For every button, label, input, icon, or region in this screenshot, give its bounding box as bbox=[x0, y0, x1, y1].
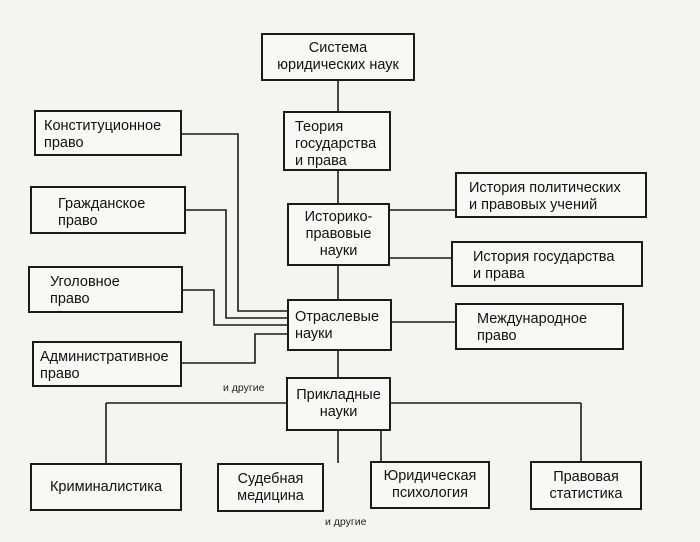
international-law-box: Международное право bbox=[455, 303, 624, 350]
historical-legal-sciences-box: Историко- правовые науки bbox=[287, 203, 390, 266]
constitutional-law-box: Конституционное право bbox=[34, 110, 182, 156]
legal-psychology-box: Юридическая психология bbox=[370, 461, 490, 509]
applied-others-note: и другие bbox=[325, 516, 367, 528]
history-of-political-and-legal-doctrines-box: История политических и правовых учений bbox=[455, 172, 647, 218]
history-of-state-and-law-box: История государства и права bbox=[451, 241, 643, 287]
branch-sciences-box: Отраслевые науки bbox=[287, 299, 392, 351]
forensic-medicine-box: Судебная медицина bbox=[217, 463, 324, 512]
system-of-legal-sciences-box: Система юридических наук bbox=[261, 33, 415, 81]
applied-sciences-box: Прикладные науки bbox=[286, 377, 391, 431]
civil-law-box: Гражданское право bbox=[30, 186, 186, 234]
branch-others-note: и другие bbox=[223, 382, 265, 394]
legal-statistics-box: Правовая статистика bbox=[530, 461, 642, 510]
criminal-law-box: Уголовное право bbox=[28, 266, 183, 313]
administrative-law-box: Административное право bbox=[32, 341, 182, 387]
criminalistics-box: Криминалистика bbox=[30, 463, 182, 511]
theory-of-state-and-law-box: Теория государства и права bbox=[283, 111, 391, 171]
